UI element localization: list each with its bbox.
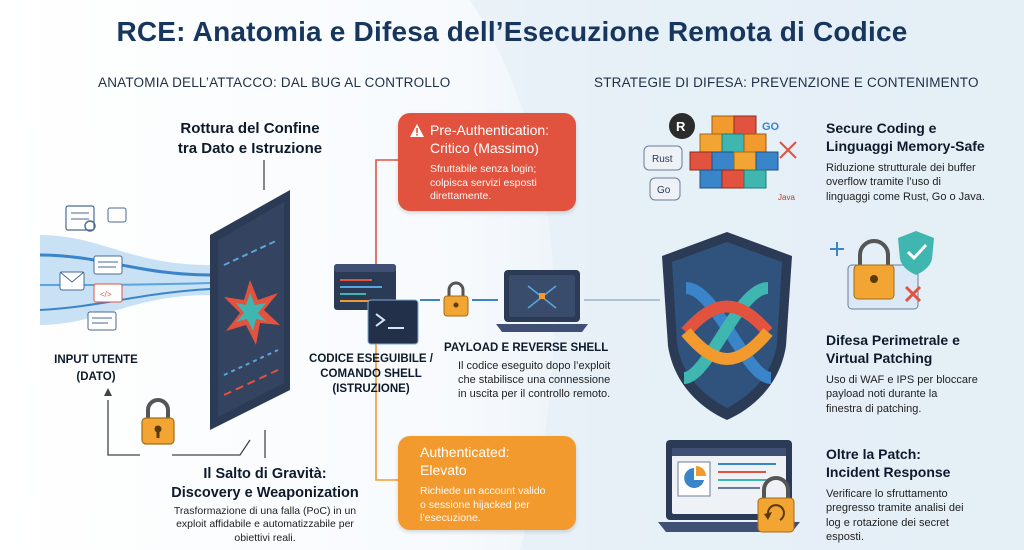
pre-auth-title: Pre-Authentication: Critico (Massimo) (410, 122, 566, 157)
pre-auth-title-line-2: Critico (Massimo) (430, 139, 539, 156)
secure-coding-title: Secure Coding e Linguaggi Memory-Safe (826, 120, 1016, 155)
secure-coding-block: Secure Coding e Linguaggi Memory-Safe Ri… (826, 120, 1016, 204)
payload-block: PAYLOAD E REVERSE SHELL Il codice esegui… (444, 342, 644, 401)
secure-coding-body-line-1: Riduzione strutturale dei buffer (826, 162, 976, 174)
code-window-icon (334, 264, 419, 345)
pre-auth-body-line-3: direttamente. (430, 190, 492, 203)
incident-response-icon (658, 440, 800, 533)
memory-safe-blocks-icon: R Rust Go GO Java (643, 113, 797, 202)
pre-auth-card: Pre-Authentication: Critico (Massimo) Sf… (398, 113, 576, 211)
code-label: CODICE ESEGUIBILE / COMANDO SHELL (ISTRU… (306, 352, 436, 397)
auth-title-line-2: Elevato (420, 461, 467, 478)
payload-body: Il codice eseguito dopo l’exploit che st… (444, 359, 644, 401)
secure-coding-body-line-2: overflow tramite l’uso di (826, 176, 941, 189)
laptop-icon (496, 270, 588, 332)
perimeter-title: Difesa Perimetrale e Virtual Patching (826, 332, 1016, 367)
java-label: Java (778, 193, 795, 202)
small-lock-icon (443, 281, 469, 317)
perimeter-body-line-1: Uso di WAF e IPS per bloccare (826, 374, 978, 386)
warning-icon (410, 124, 424, 138)
payload-body-line-2: che stabilisce una connessione (458, 374, 611, 387)
incident-body: Verificare lo sfruttamento pregresso tra… (826, 487, 1016, 544)
attack-section-label: ANATOMIA DELL’ATTACCO: DAL BUG AL CONTRO… (98, 75, 451, 90)
input-label: INPUT UTENTE (DATO) (36, 352, 156, 385)
auth-title-line-1: Authenticated: (420, 444, 510, 460)
code-label-line-1: CODICE ESEGUIBILE / (309, 353, 433, 365)
gravity-body-line-3: obiettivi reali. (234, 531, 296, 544)
go-small-label: Go (657, 185, 671, 196)
auth-body-line-3: l’esecuzione. (420, 512, 481, 525)
perimeter-body-line-2: payload noti durante la (826, 388, 938, 401)
boundary-heading-line-2: tra Dato e Istruzione (177, 139, 323, 157)
auth-title: Authenticated: Elevato (420, 444, 566, 479)
auth-body-line-1: Richiede un account valido (420, 485, 546, 497)
pre-auth-body-line-1: Sfruttabile senza login; (430, 163, 537, 175)
auth-body: Richiede un account valido o sessione hi… (420, 485, 566, 526)
perimeter-title-line-1: Difesa Perimetrale e (826, 332, 960, 348)
boundary-heading-line-1: Rottura del Confine (180, 120, 320, 137)
perimeter-body: Uso di WAF e IPS per bloccare payload no… (826, 373, 1016, 416)
incident-body-line-2: pregresso tramite analisi dei (826, 502, 964, 515)
auth-card: Authenticated: Elevato Richiede un accou… (398, 436, 576, 530)
rust-logo-letter: R (676, 119, 686, 134)
svg-text:</>: </> (100, 290, 112, 299)
pre-auth-body-line-2: colpisca servizi esposti (430, 176, 537, 189)
secure-coding-title-line-2: Linguaggi Memory-Safe (826, 137, 985, 154)
boundary-panel-icon (210, 190, 290, 430)
incident-title-line-2: Incident Response (826, 463, 951, 480)
secure-coding-body-line-3: linguaggi come Rust, Go o Java. (826, 190, 985, 203)
defense-section-label: STRATEGIE DI DIFESA: PREVENZIONE E CONTE… (594, 75, 979, 90)
payload-heading: PAYLOAD E REVERSE SHELL (444, 342, 609, 354)
gravity-body-line-2: exploit affidabile e automatizzabile per (176, 518, 354, 531)
gravity-heading-line-1: Il Salto di Gravità: (203, 466, 327, 482)
gravity-heading-line-2: Discovery e Weaponization (171, 484, 359, 501)
secure-coding-title-line-1: Secure Coding e (826, 120, 937, 136)
shield-icon (662, 232, 792, 420)
page-title: RCE: Anatomia e Difesa dell’Esecuzione R… (116, 16, 908, 47)
input-label-line-2: (DATO) (76, 370, 116, 383)
perimeter-block: Difesa Perimetrale e Virtual Patching Us… (826, 332, 1016, 416)
pre-auth-body: Sfruttabile senza login; colpisca serviz… (410, 163, 566, 204)
payload-body-line-3: in uscita per il controllo remoto. (458, 388, 611, 401)
gravity-body: Trasformazione di una falla (PoC) in un … (135, 505, 395, 545)
pre-auth-title-line-1: Pre-Authentication: (430, 122, 550, 138)
incident-title-line-1: Oltre la Patch: (826, 446, 921, 462)
perimeter-title-line-2: Virtual Patching (826, 349, 933, 366)
document-icon (65, 205, 127, 232)
rust-label: Rust (652, 154, 673, 165)
data-cards-icon: </> (59, 255, 123, 331)
input-label-line-1: INPUT UTENTE (54, 354, 138, 366)
incident-title: Oltre la Patch: Incident Response (826, 446, 1016, 481)
perimeter-lock-icon (830, 231, 934, 310)
boundary-heading: Rottura del Confine tra Dato e Istruzion… (140, 119, 360, 158)
incident-body-line-4: esposti. (826, 530, 864, 543)
go-label: GO (762, 121, 780, 133)
gravity-body-line-1: Trasformazione di una falla (PoC) in un (173, 505, 357, 517)
perimeter-body-line-3: finestra di patching. (826, 402, 922, 415)
lock-icon (141, 398, 175, 445)
incident-body-line-1: Verificare lo sfruttamento (826, 488, 948, 500)
auth-body-line-2: o sessione hijacked per (420, 498, 530, 511)
code-label-line-2: COMANDO SHELL (320, 367, 422, 380)
incident-block: Oltre la Patch: Incident Response Verifi… (826, 446, 1016, 544)
payload-body-line-1: Il codice eseguito dopo l’exploit (458, 360, 611, 372)
incident-body-line-3: log e rotazione dei secret (826, 516, 949, 529)
secure-coding-body: Riduzione strutturale dei buffer overflo… (826, 161, 1016, 204)
gravity-heading: Il Salto di Gravità: Discovery e Weaponi… (150, 465, 380, 503)
code-label-line-3: (ISTRUZIONE) (332, 382, 410, 395)
